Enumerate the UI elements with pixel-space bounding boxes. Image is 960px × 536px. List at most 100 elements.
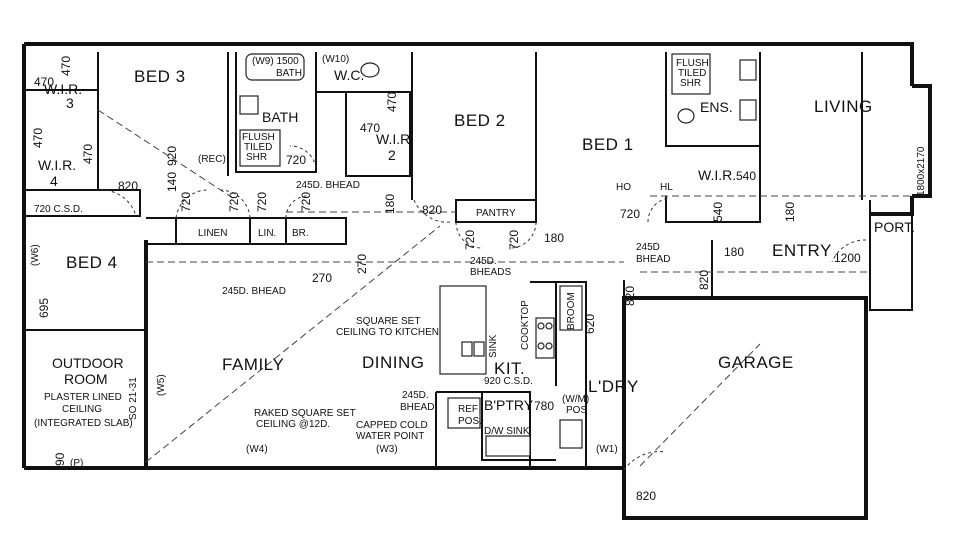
note-wm-b: POS [566, 405, 587, 416]
dim-470-e: 470 [360, 121, 380, 135]
ens-basin-1 [739, 59, 757, 81]
dim-720-c: 720 [255, 192, 269, 212]
sink-bowl-1 [461, 341, 473, 357]
interior-walls [23, 52, 863, 468]
room-living: LIVING [814, 97, 873, 116]
note-so: SO 21-31 [128, 377, 139, 420]
outer-walls [22, 42, 932, 520]
note-w9-b: BATH [276, 68, 302, 79]
note-ref-a: REF [458, 404, 478, 415]
dim-90: 90 [53, 452, 67, 466]
room-bed3: BED 3 [134, 67, 186, 86]
doors [99, 145, 867, 471]
dim-180-d: 180 [783, 202, 797, 222]
note-plaster-a: PLASTER LINED [44, 392, 122, 403]
note-csd-720: 720 C.S.D. [34, 204, 83, 215]
dim-180-c: 180 [724, 245, 744, 259]
dim-820-e: 820 [636, 489, 656, 503]
note-hl: HL [660, 182, 673, 193]
note-capped-b: WATER POINT [356, 431, 424, 442]
note-w10: (W10) [322, 54, 349, 65]
room-ens: ENS. [700, 99, 733, 115]
dim-270-a: 270 [312, 271, 332, 285]
note-bptry-bhead-b: BHEAD [400, 402, 434, 413]
note-dw-sink: D/W SINK [484, 426, 530, 437]
note-window-living: 1800x2170 [916, 146, 927, 196]
note-w5: (W5) [156, 374, 167, 396]
note-w3: (W3) [376, 444, 398, 455]
dim-720-a: 720 [179, 192, 193, 212]
note-flush-c: SHR [246, 152, 267, 163]
room-ldry: L'DRY [588, 377, 639, 396]
bath-basin [239, 95, 259, 115]
note-flush-a: FLUSH [242, 132, 275, 143]
note-w1: (W1) [596, 444, 618, 455]
bptry-sink [485, 435, 531, 457]
dim-270-b: 270 [355, 254, 369, 274]
notes: (W9) 1500 BATH (W10) FLUSH TILED SHR FLU… [30, 54, 927, 469]
bath-tub [245, 53, 305, 81]
label-cooktop: COOKTOP [520, 300, 531, 350]
dim-695: 695 [37, 298, 51, 318]
room-labels: BED 3 BATH W.C. BED 2 BED 1 ENS. LIVING … [38, 67, 915, 413]
room-entry: ENTRY [772, 241, 832, 260]
room-wir1: W.I.R. [698, 167, 736, 183]
room-wir4-a: W.I.R. [38, 157, 76, 173]
room-wir2-b: 2 [388, 147, 396, 163]
dim-720-b: 720 [227, 192, 241, 212]
note-csd-920: 920 C.S.D. [484, 376, 533, 387]
note-rec: (REC) [198, 154, 226, 165]
note-bhead-top: 245D. BHEAD [296, 180, 360, 191]
note-p: (P) [70, 458, 83, 469]
room-bed2: BED 2 [454, 111, 506, 130]
room-bed1: BED 1 [582, 135, 634, 154]
room-wir4-b: 4 [50, 173, 58, 189]
note-bheads-b: BHEADS [470, 267, 511, 278]
room-family: FAMILY [222, 355, 284, 374]
room-wir3-a: W.I.R. [44, 81, 82, 97]
label-linen: LINEN [198, 228, 227, 239]
dim-540-b: 540 [711, 202, 725, 222]
dim-780: 780 [534, 399, 554, 413]
note-bhead-entry-a: 245D [636, 242, 660, 253]
note-w9-a: (W9) 1500 [252, 56, 299, 67]
room-outdoor-a: OUTDOOR [52, 355, 124, 371]
dimensions: 470 470 470 470 470 470 920 140 820 720 … [31, 56, 861, 503]
laundry-tub [559, 419, 583, 449]
dim-180-b: 180 [544, 231, 564, 245]
room-bptry: B'PTRY [484, 397, 534, 413]
broom-cupboard [559, 285, 583, 331]
note-bhead-entry-b: BHEAD [636, 254, 670, 265]
room-wir3-b: 3 [66, 95, 74, 111]
label-lin: LIN. [258, 228, 276, 239]
dim-720-d: 720 [299, 192, 313, 212]
room-bath: BATH [262, 109, 298, 125]
island-bench [439, 285, 487, 375]
fridge-space [447, 397, 481, 429]
note-plaster-b: CEILING [62, 404, 102, 415]
note-flush-ens-c: SHR [680, 78, 701, 89]
sink-bowl-2 [473, 341, 485, 357]
dim-470-c: 470 [81, 144, 95, 164]
note-flush-b: TILED [244, 142, 272, 153]
bath-shower [239, 129, 281, 167]
room-wir2-a: W.I.R. [376, 131, 414, 147]
dim-820-c: 820 [623, 286, 637, 306]
room-port: PORT. [874, 219, 915, 235]
ceiling-lines [97, 109, 912, 467]
note-raked-a: RAKED SQUARE SET [254, 408, 356, 419]
dim-720-h: 720 [620, 207, 640, 221]
dim-720-f: 720 [463, 230, 477, 250]
dim-920: 920 [165, 146, 179, 166]
room-wc: W.C. [334, 67, 364, 83]
room-dining: DINING [362, 353, 425, 372]
dim-820-a: 820 [118, 179, 138, 193]
dim-180-a: 180 [383, 194, 397, 214]
fixtures [239, 53, 757, 457]
room-bed4: BED 4 [66, 253, 118, 272]
ens-shower [671, 53, 711, 95]
ens-toilet [677, 108, 695, 124]
dim-470-b: 470 [34, 75, 54, 89]
note-plaster-c: (INTEGRATED SLAB) [34, 418, 133, 429]
